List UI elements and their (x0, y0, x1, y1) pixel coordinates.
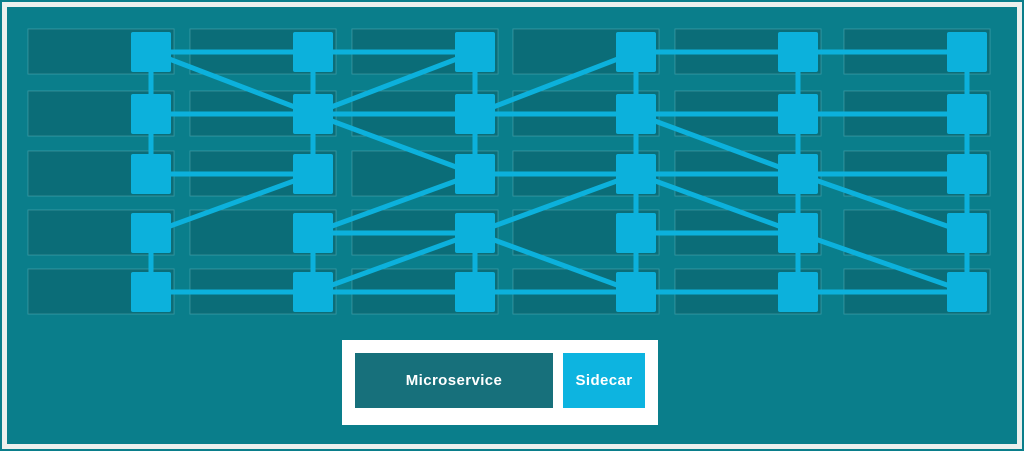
mesh-edge (312, 171, 476, 236)
legend-panel: Microservice Sidecar (342, 340, 658, 425)
mesh-edge (312, 111, 476, 177)
sidecar-node-c5r5 (778, 272, 818, 312)
sidecar-node-c6r3 (947, 154, 987, 194)
mesh-edge (312, 230, 476, 295)
sidecar-node-c4r3 (616, 154, 656, 194)
sidecar-node-c3r1 (455, 32, 495, 72)
sidecar-node-c2r3 (293, 154, 333, 194)
mesh-edge (474, 49, 637, 117)
sidecar-node-c6r2 (947, 94, 987, 134)
legend-microservice-swatch: Microservice (355, 353, 553, 408)
sidecar-node-c5r4 (778, 213, 818, 253)
sidecar-node-c2r4 (293, 213, 333, 253)
mesh-edge (150, 49, 314, 117)
sidecar-node-c2r5 (293, 272, 333, 312)
sidecar-node-c4r1 (616, 32, 656, 72)
sidecar-node-c3r2 (455, 94, 495, 134)
sidecar-node-c2r1 (293, 32, 333, 72)
sidecar-node-c5r2 (778, 94, 818, 134)
sidecar-node-c1r4 (131, 213, 171, 253)
sidecar-node-c6r4 (947, 213, 987, 253)
mesh-edge (474, 171, 637, 236)
sidecar-node-c1r5 (131, 272, 171, 312)
sidecar-node-c1r2 (131, 94, 171, 134)
sidecar-node-c4r4 (616, 213, 656, 253)
sidecar-node-c3r3 (455, 154, 495, 194)
sidecar-node-c1r3 (131, 154, 171, 194)
sidecar-node-c3r4 (455, 213, 495, 253)
sidecar-node-c2r2 (293, 94, 333, 134)
sidecar-node-c6r1 (947, 32, 987, 72)
mesh-edge (797, 230, 968, 295)
sidecar-node-c4r2 (616, 94, 656, 134)
sidecar-node-c3r5 (455, 272, 495, 312)
mesh-edge (797, 171, 968, 236)
sidecar-node-c5r3 (778, 154, 818, 194)
sidecar-node-c4r5 (616, 272, 656, 312)
legend-microservice-label: Microservice (405, 372, 503, 389)
mesh-edge (635, 111, 799, 177)
sidecar-node-c1r1 (131, 32, 171, 72)
mesh-edge (635, 171, 799, 236)
mesh-edge (474, 230, 637, 295)
legend-sidecar-swatch: Sidecar (563, 353, 645, 408)
sidecar-node-c6r5 (947, 272, 987, 312)
mesh-edge (150, 171, 314, 236)
legend-sidecar-label: Sidecar (575, 372, 633, 389)
mesh-edge (312, 49, 476, 117)
sidecar-node-c5r1 (778, 32, 818, 72)
